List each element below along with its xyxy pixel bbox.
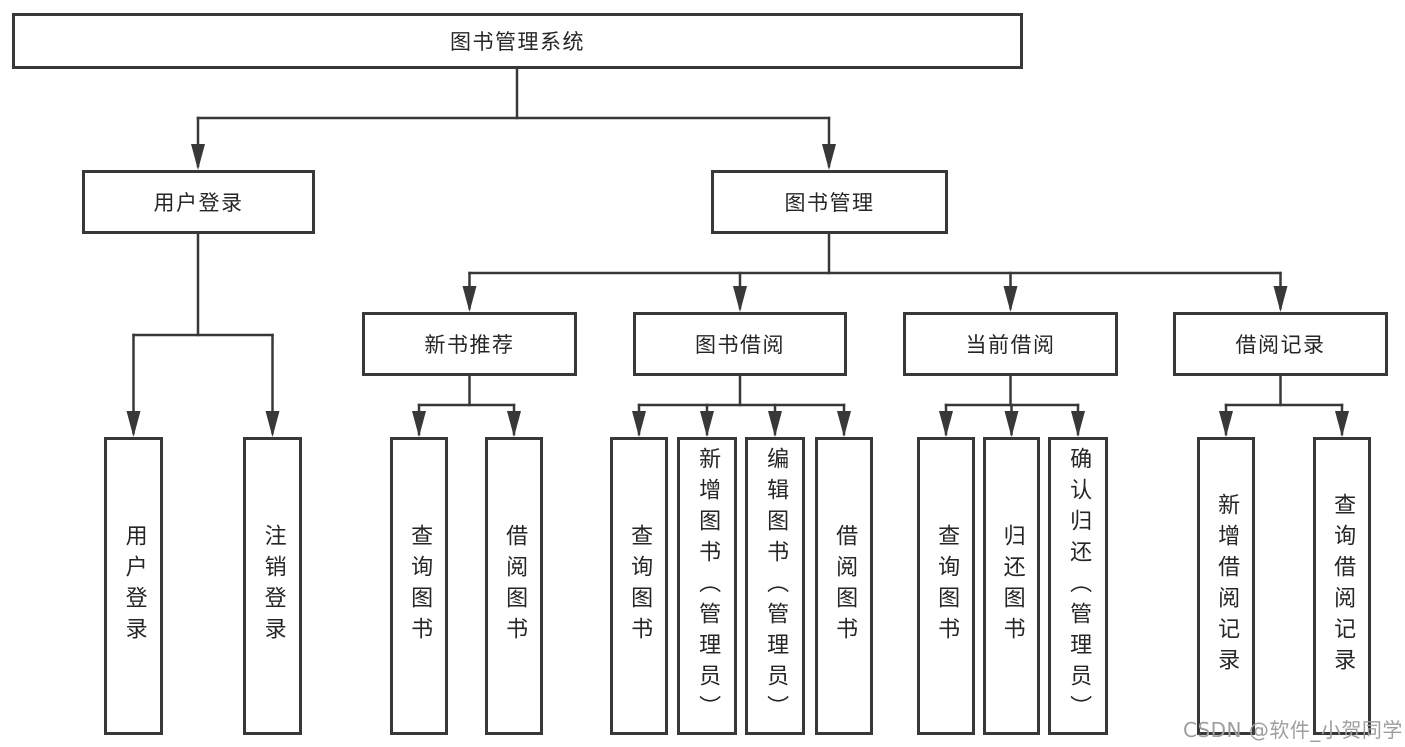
node-br-add-record-label: 新增借阅记录: [1214, 493, 1240, 679]
node-borrow-records-label: 借阅记录: [1235, 333, 1326, 357]
node-login: 用户登录: [104, 437, 163, 735]
node-user-login: 用户登录: [82, 170, 315, 234]
node-rec-query-books-label: 查询图书: [407, 524, 433, 648]
node-root: 图书管理系统: [12, 13, 1023, 69]
node-br-query-record-label: 查询借阅记录: [1330, 493, 1356, 679]
node-bb-edit-books-label: 编辑图书（管理员）: [763, 446, 789, 726]
node-bb-edit-books: 编辑图书（管理员）: [745, 437, 805, 735]
node-current-borrow: 当前借阅: [903, 312, 1118, 376]
node-bb-borrow-books: 借阅图书: [815, 437, 873, 735]
node-new-book-rec: 新书推荐: [362, 312, 577, 376]
node-bb-add-books-label: 新增图书（管理员）: [695, 446, 721, 726]
node-br-add-record: 新增借阅记录: [1197, 437, 1255, 735]
node-bb-add-books: 新增图书（管理员）: [677, 437, 737, 735]
node-rec-borrow-books: 借阅图书: [485, 437, 543, 735]
node-bb-query-books: 查询图书: [610, 437, 668, 735]
connector-arrowheads: [126, 144, 1349, 437]
node-login-label: 用户登录: [121, 524, 147, 648]
node-cb-return-books: 归还图书: [983, 437, 1040, 735]
node-book-borrow-label: 图书借阅: [695, 333, 785, 357]
node-logout: 注销登录: [243, 437, 302, 735]
node-borrow-records: 借阅记录: [1173, 312, 1388, 376]
node-root-label: 图书管理系统: [450, 30, 585, 54]
node-rec-borrow-books-label: 借阅图书: [502, 524, 528, 648]
node-bb-borrow-books-label: 借阅图书: [832, 524, 858, 648]
watermark: CSDN @软件_小贺同学: [1183, 718, 1403, 742]
node-logout-label: 注销登录: [260, 524, 286, 648]
node-cb-confirm-return: 确认归还（管理员）: [1048, 437, 1108, 735]
node-user-login-label: 用户登录: [153, 191, 244, 215]
node-current-borrow-label: 当前借阅: [965, 333, 1056, 357]
node-bb-query-books-label: 查询图书: [627, 524, 653, 648]
node-cb-return-books-label: 归还图书: [999, 524, 1025, 648]
connector-edges: [132, 67, 1344, 436]
node-new-book-rec-label: 新书推荐: [424, 333, 515, 357]
node-cb-query-books-label: 查询图书: [934, 524, 960, 648]
node-book-mgmt-label: 图书管理: [784, 191, 875, 215]
node-cb-query-books: 查询图书: [917, 437, 975, 735]
node-rec-query-books: 查询图书: [390, 437, 448, 735]
node-br-query-record: 查询借阅记录: [1313, 437, 1371, 735]
node-book-borrow: 图书借阅: [633, 312, 847, 376]
node-book-mgmt: 图书管理: [711, 170, 948, 234]
node-cb-confirm-return-label: 确认归还（管理员）: [1066, 446, 1092, 726]
